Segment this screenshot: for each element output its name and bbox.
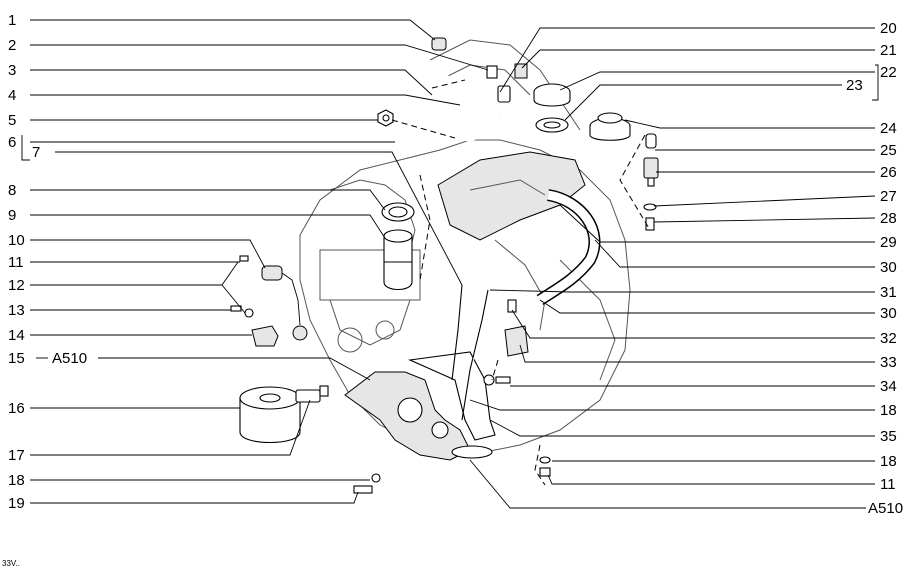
callout-label: 22 [880,64,897,81]
part-22-cap [533,83,571,107]
part-12-washer [244,308,254,318]
callout-label: 6 [8,134,16,151]
callout-label: 25 [880,142,897,159]
part-14-sensor [251,325,279,347]
part-33-fitting [504,325,529,357]
part-21-clip [514,63,528,79]
part-9-sleeve [383,229,413,291]
part-20-fitting [497,85,511,103]
callout-labels-right: 20 21 22 23 24 25 26 27 28 29 30 31 30 3… [846,20,903,517]
callout-label: 27 [880,188,897,205]
leader-lines-right [469,27,879,509]
callout-label: 18 [880,453,897,470]
callout-label: 26 [880,164,897,181]
callout-label: 34 [880,378,897,395]
callout-label: 18 [8,472,25,489]
part-11-bolt [239,255,249,262]
callout-label: 24 [880,120,897,137]
callout-label: 13 [8,302,25,319]
part-28-bolt [645,217,655,231]
callout-label: 11 [8,254,24,271]
part-24-filler-cap [589,112,631,141]
callout-label: 17 [8,447,25,464]
part-29-valve-cover [437,151,586,241]
part-5-nut [377,109,394,127]
part-19-bolt [353,485,373,494]
part-16-oil-filter [239,386,301,444]
part-26-sender [643,157,659,187]
callout-label: 35 [880,428,897,445]
part-32-bolt [507,299,517,313]
callout-label: 18 [880,402,897,419]
part-23-seal [535,117,569,133]
callout-label: 28 [880,210,897,227]
callout-label: 23 [846,77,863,94]
part-11b-bolt [539,456,551,477]
part-30-breather-hose [536,189,601,306]
callout-label: 30 [880,305,897,322]
part-34-bolt [483,374,511,386]
part-oil-pump-housing [344,371,471,461]
callout-label: 12 [8,277,25,294]
callout-label: 2 [8,37,16,54]
part-25-cap [645,133,657,149]
callout-label: 32 [880,330,897,347]
assembly-dashed-lines [391,79,651,486]
part-8-ring [381,202,415,222]
callout-label: 11 [880,476,896,493]
part-35-gasket [407,351,496,459]
callout-label: 31 [880,284,897,301]
callout-labels-left: 1 2 3 4 5 6 7 8 9 10 11 12 13 14 15 A510… [8,12,87,512]
callout-label: 14 [8,327,25,344]
part-27-washer [643,203,657,211]
leader-lines-left [21,19,489,504]
part-3-hose [427,75,502,142]
callout-label: A510 [868,500,903,517]
callout-label: 5 [8,112,16,129]
footer-code: 33V.. [2,559,20,568]
callout-label: 19 [8,495,25,512]
callout-label: 7 [32,144,40,161]
part-1-grommet [431,37,447,51]
callout-label: 4 [8,87,16,104]
callout-label: 9 [8,207,16,224]
callout-label: 8 [8,182,16,199]
part-17-union [295,385,329,403]
callout-label: 30 [880,259,897,276]
callout-label: 21 [880,42,897,59]
callout-label: 3 [8,62,16,79]
callout-label: 29 [880,234,897,251]
callout-label: 33 [880,354,897,371]
callout-label: 1 [8,12,16,29]
part-10-sensor-with-lead [261,265,308,341]
callout-label: 16 [8,400,25,417]
callout-label: A510 [52,350,87,367]
part-2-fitting [486,65,498,79]
callout-label: 15 [8,350,25,367]
part-31-dipstick-tube [451,284,489,421]
callout-label: 20 [880,20,897,37]
callout-label: 10 [8,232,25,249]
part-18-washer [371,473,381,483]
